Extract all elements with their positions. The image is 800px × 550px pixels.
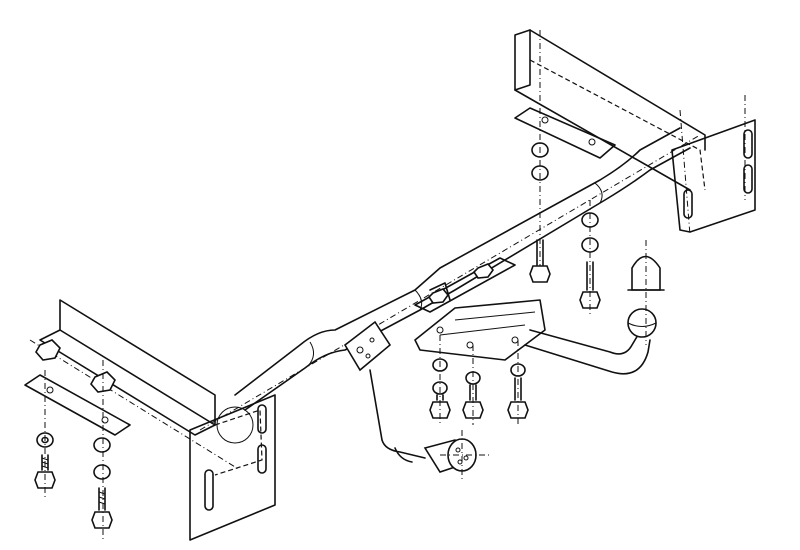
left-clamp-plate	[24, 374, 131, 436]
hitch-mounting-plate	[414, 299, 546, 361]
slot-hole	[204, 469, 214, 511]
nut-icon	[35, 339, 61, 361]
electrical-socket-plate	[343, 320, 392, 372]
washer-icon	[432, 381, 448, 395]
main-crossbar-tube	[199, 127, 701, 431]
slot-hole	[743, 129, 753, 159]
tow-ball-cap	[627, 240, 665, 345]
right-clamp-plate	[514, 107, 616, 159]
washer-icon	[531, 165, 549, 181]
washer-icon	[93, 437, 111, 453]
bolt-icon	[91, 487, 113, 529]
left-side-bracket	[29, 299, 276, 541]
nut-icon	[427, 288, 450, 304]
right-fastener-stack	[529, 142, 601, 315]
slot-hole	[683, 189, 693, 219]
slot-hole	[743, 164, 753, 194]
tow-neck	[524, 329, 651, 375]
center-mounting-bracket	[414, 257, 516, 313]
nut-icon	[472, 263, 495, 279]
tow-ball	[627, 308, 657, 338]
washer-icon	[93, 464, 111, 480]
trailer-plug-icon	[423, 430, 490, 480]
left-fastener-stack	[34, 339, 116, 540]
slot-hole	[257, 404, 267, 434]
wiring-cable	[369, 369, 426, 463]
washer-icon	[531, 142, 549, 158]
washer-icon	[36, 432, 54, 448]
hitch-fastener-stack	[429, 335, 529, 425]
bolt-icon	[529, 239, 551, 283]
